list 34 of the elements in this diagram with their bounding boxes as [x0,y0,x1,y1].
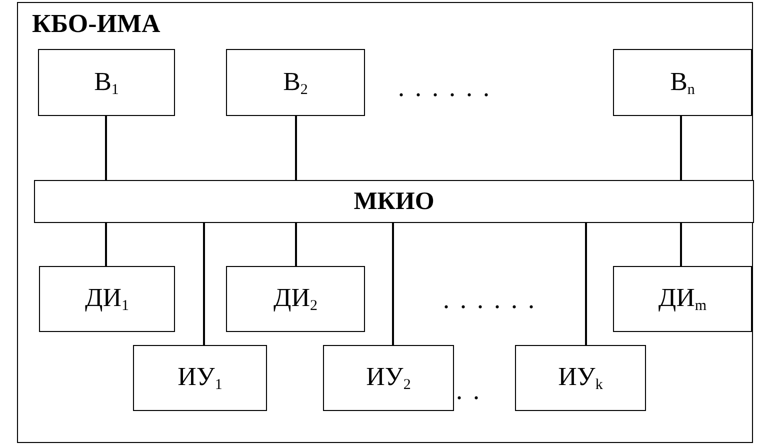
module-box [323,345,454,411]
module-box [613,266,752,332]
bus-bar [34,180,754,223]
system-frame [17,2,753,443]
node-label: ДИ$_{2}$ [273,283,318,315]
ellipsis-label: . . . . . . [398,73,492,103]
connector-line [105,223,107,266]
ellipsis-label: . . [456,376,482,406]
frame-title: КБО-ИМА [32,9,160,39]
node-label: ДИ$_{1}$ [84,283,129,315]
module-box [515,345,646,411]
node-label: В$_{1}$ [94,66,119,98]
module-box [613,49,752,116]
node-label: ИУ$_{k}$ [558,362,603,394]
module-box [39,266,175,332]
connector-line [295,116,297,180]
connector-line [392,223,394,345]
connector-line [295,223,297,266]
connector-line [680,116,682,180]
module-box [226,266,365,332]
node-label: В$_{n}$ [670,66,695,98]
node-label: ИУ$_{1}$ [178,362,222,394]
module-box [133,345,267,411]
node-label: ИУ$_{2}$ [366,362,411,394]
connector-line [585,223,587,345]
connector-line [105,116,107,180]
module-box [226,49,365,116]
ellipsis-label: . . . . . . [443,285,536,315]
connector-line [203,223,205,345]
module-box [38,49,175,116]
node-label: В$_{2}$ [283,66,308,98]
node-label: ДИ$_{m}$ [658,283,707,315]
connector-line [680,223,682,266]
node-label: МКИО [354,188,434,216]
